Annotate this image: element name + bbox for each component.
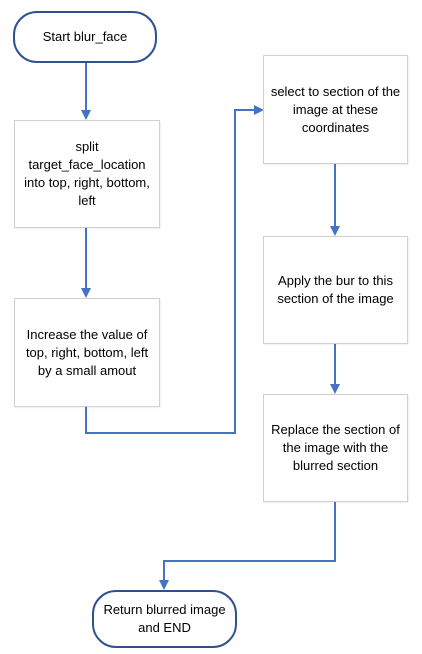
apply-label: Apply the bur to this section of the ima… [277,273,394,306]
increase-process-box: Increase the value of top, right, bottom… [14,298,160,407]
start-terminal: Start blur_face [13,11,157,63]
apply-process-box: Apply the bur to this section of the ima… [263,236,408,344]
connector-replace-to-end [159,502,336,590]
increase-label: Increase the value of top, right, bottom… [25,326,149,378]
start-label: Start blur_face [42,29,128,44]
select-process-box: select to section of the image at these … [263,55,408,164]
connector-increase-to-select [85,105,264,434]
replace-label: Replace the section of the image with th… [271,422,400,473]
split-label: split target_face_location into top, rig… [24,139,150,208]
replace-process-box: Replace the section of the image with th… [263,394,408,502]
end-terminal: Return blurred image and END [92,590,237,648]
split-process-box: split target_face_location into top, rig… [14,120,160,228]
end-label: Return blurred image and END [103,602,226,635]
select-label: select to section of the image at these … [270,83,401,135]
